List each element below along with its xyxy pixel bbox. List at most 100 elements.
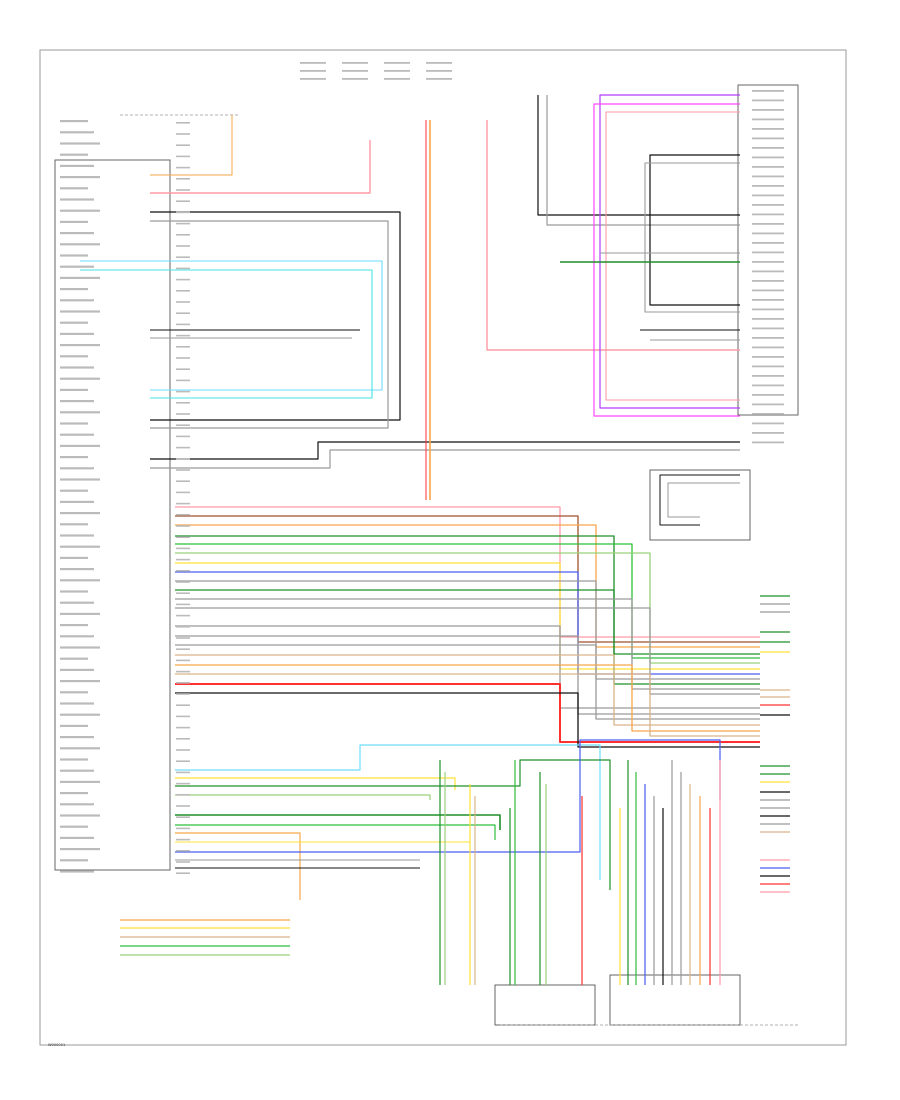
label-placeholder <box>60 131 94 134</box>
wire-trace-1 <box>150 140 371 194</box>
label-placeholder <box>176 480 190 482</box>
label-placeholder <box>342 78 368 80</box>
label-placeholder <box>176 749 190 751</box>
label-placeholder <box>752 413 784 415</box>
wire-trace-49 <box>175 794 431 800</box>
label-placeholder <box>176 357 190 359</box>
label-placeholder <box>176 402 190 404</box>
wire-trace-39 <box>175 635 760 715</box>
label-placeholder <box>60 310 100 313</box>
label-placeholder <box>60 780 100 783</box>
label-placeholder <box>176 267 190 270</box>
label-placeholder <box>60 400 94 403</box>
label-placeholder <box>60 411 100 414</box>
label-placeholder <box>752 337 784 339</box>
label-placeholder <box>752 384 784 387</box>
label-placeholder <box>176 491 190 494</box>
label-placeholder <box>176 603 190 606</box>
label-placeholder <box>60 803 94 806</box>
label-placeholder <box>426 62 452 64</box>
label-placeholder <box>60 870 94 873</box>
label-placeholder <box>60 489 88 492</box>
label-placeholder <box>60 825 88 828</box>
label-placeholder <box>176 346 190 348</box>
label-placeholder <box>176 760 190 762</box>
label-placeholder <box>176 178 190 180</box>
label-placeholder <box>752 137 784 140</box>
label-placeholder <box>60 792 88 795</box>
label-placeholder <box>752 261 784 263</box>
label-placeholder <box>60 579 100 582</box>
label-placeholder <box>176 558 190 561</box>
wire-trace-32 <box>175 562 760 670</box>
label-placeholder <box>752 308 784 311</box>
label-placeholder <box>176 547 190 550</box>
label-placeholder <box>60 624 88 627</box>
label-placeholder <box>176 323 190 326</box>
label-placeholder <box>176 211 190 214</box>
label-placeholder <box>60 142 100 145</box>
label-placeholder <box>60 646 100 649</box>
label-placeholder <box>752 166 784 168</box>
label-placeholder <box>60 601 94 604</box>
label-placeholder <box>60 612 100 615</box>
label-placeholder <box>176 424 190 426</box>
wire-trace-2 <box>150 211 401 421</box>
label-placeholder <box>342 70 368 72</box>
diagram-frame <box>39 49 847 1046</box>
label-placeholder <box>60 534 94 537</box>
label-placeholder <box>60 724 88 727</box>
label-placeholder <box>60 220 88 223</box>
label-placeholder <box>176 805 190 807</box>
wire-group <box>80 94 790 985</box>
label-placeholder <box>176 872 190 874</box>
wire-trace-25 <box>667 482 740 518</box>
label-placeholder <box>176 122 190 124</box>
label-placeholder <box>176 738 190 740</box>
right-connector-outline <box>649 469 751 541</box>
wire-trace-45 <box>175 692 760 748</box>
wire-trace-17 <box>605 111 740 401</box>
label-placeholder <box>60 702 94 705</box>
label-placeholder <box>60 556 88 559</box>
label-placeholder <box>176 256 190 258</box>
label-placeholder <box>60 321 88 324</box>
label-placeholder <box>176 155 190 158</box>
wire-trace-51 <box>175 824 496 840</box>
label-placeholder <box>60 355 88 358</box>
wire-trace-24 <box>659 474 740 526</box>
wire-trace-15 <box>599 94 740 409</box>
wire-trace-36 <box>175 598 760 690</box>
label-placeholder <box>60 276 100 279</box>
label-placeholder <box>752 356 784 358</box>
wire-trace-19 <box>644 162 740 313</box>
label-placeholder <box>60 568 94 571</box>
label-placeholder <box>176 413 190 415</box>
label-placeholder <box>60 198 94 201</box>
label-placeholder <box>176 794 190 796</box>
label-placeholder <box>60 209 100 212</box>
label-placeholder <box>176 390 190 393</box>
label-placeholder <box>176 379 190 382</box>
label-placeholder <box>752 327 784 330</box>
label-placeholder <box>752 156 784 159</box>
label-placeholder <box>60 288 88 291</box>
label-placeholder <box>752 251 784 254</box>
label-placeholder <box>176 446 190 449</box>
label-placeholder <box>176 222 190 225</box>
label-placeholder <box>176 715 190 718</box>
label-placeholder <box>60 478 100 481</box>
right-top-module-outline <box>737 84 799 416</box>
label-placeholder <box>384 78 410 80</box>
label-placeholder <box>60 444 100 447</box>
wire-trace-4 <box>80 260 383 391</box>
label-placeholder <box>752 194 784 197</box>
label-placeholder <box>176 693 190 695</box>
label-placeholder <box>752 318 784 320</box>
label-placeholder <box>60 523 88 526</box>
label-placeholder <box>176 648 190 650</box>
label-placeholder <box>176 200 190 202</box>
wire-trace-46 <box>175 744 601 880</box>
label-placeholder <box>176 614 190 617</box>
